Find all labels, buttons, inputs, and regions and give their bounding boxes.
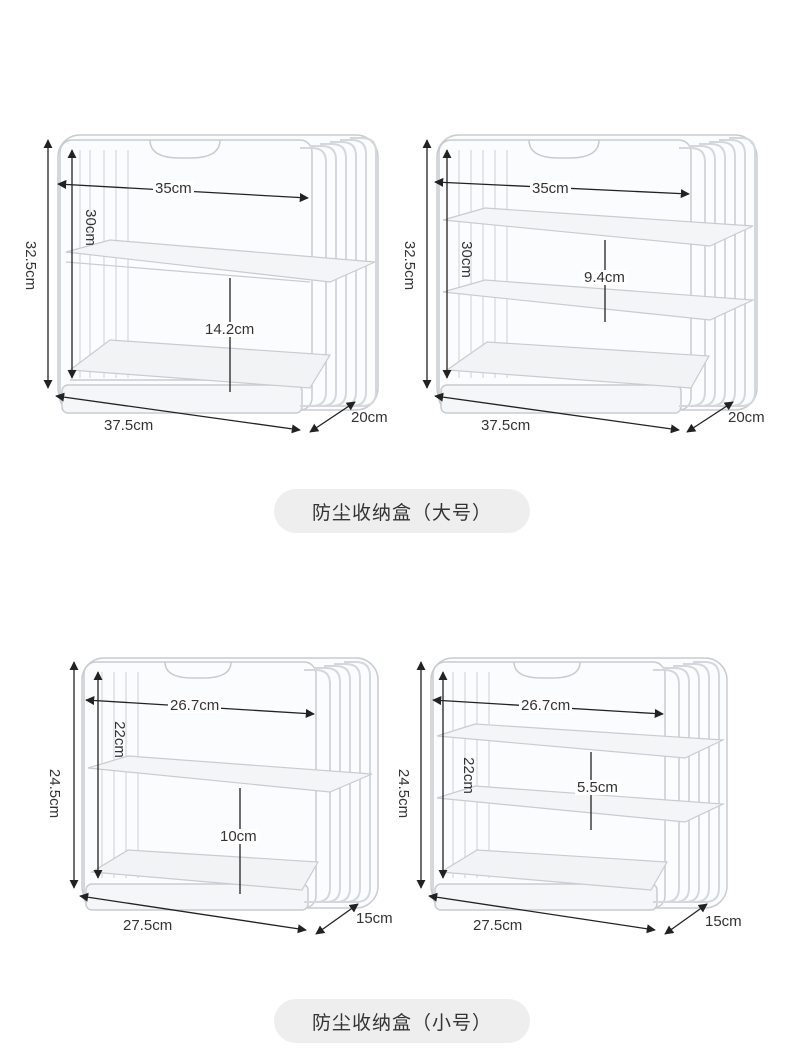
small-three-tier-box: 26.7cm 22cm 24.5cm 5.5cm 27.5cm 15cm: [395, 640, 790, 950]
shelf: [65, 239, 376, 283]
caption-small: 防尘收纳盒（小号）: [274, 999, 530, 1043]
large-three-tier-drawing: [422, 134, 758, 434]
total-height-label: 24.5cm: [46, 768, 64, 819]
total-height-label: 32.5cm: [22, 240, 40, 291]
inner-height-label: 22cm: [459, 757, 477, 794]
depth-label: 15cm: [705, 913, 742, 930]
large-three-tier-box: 35cm 30cm 32.5cm 9.4cm 37.5cm 20cm: [395, 0, 790, 450]
width-label: 26.7cm: [168, 697, 222, 714]
small-two-tier-box: 26.7cm 22cm 24.5cm 10cm 27.5cm 15cm: [0, 640, 395, 950]
shelf-gap-label: 9.4cm: [582, 269, 627, 286]
length-label: 37.5cm: [104, 417, 154, 434]
width-label: 26.7cm: [519, 697, 573, 714]
shelf-gap-label: 14.2cm: [203, 321, 257, 338]
length-label: 27.5cm: [473, 917, 523, 934]
shelf-gap-label: 10cm: [218, 828, 259, 845]
large-two-tier-drawing: [43, 134, 379, 434]
total-height-label: 24.5cm: [395, 768, 413, 819]
total-height-label: 32.5cm: [401, 240, 419, 291]
depth-label: 20cm: [351, 409, 388, 426]
large-two-tier-box: 35cm 30cm 32.5cm 14.2cm 37.5cm 20cm: [0, 0, 395, 450]
shelf-gap-label: 5.5cm: [575, 779, 620, 796]
inner-height-label: 30cm: [457, 241, 475, 278]
inner-height-label: 30cm: [81, 209, 99, 246]
depth-label: 15cm: [356, 910, 393, 927]
length-label: 27.5cm: [123, 917, 173, 934]
length-label: 37.5cm: [481, 417, 531, 434]
width-label: 35cm: [530, 180, 571, 197]
inner-height-label: 22cm: [110, 721, 128, 758]
caption-large: 防尘收纳盒（大号）: [274, 489, 530, 533]
width-label: 35cm: [153, 180, 194, 197]
depth-label: 20cm: [728, 409, 765, 426]
small-two-tier-drawing: [69, 657, 379, 935]
dimension-arrows: [43, 139, 356, 434]
